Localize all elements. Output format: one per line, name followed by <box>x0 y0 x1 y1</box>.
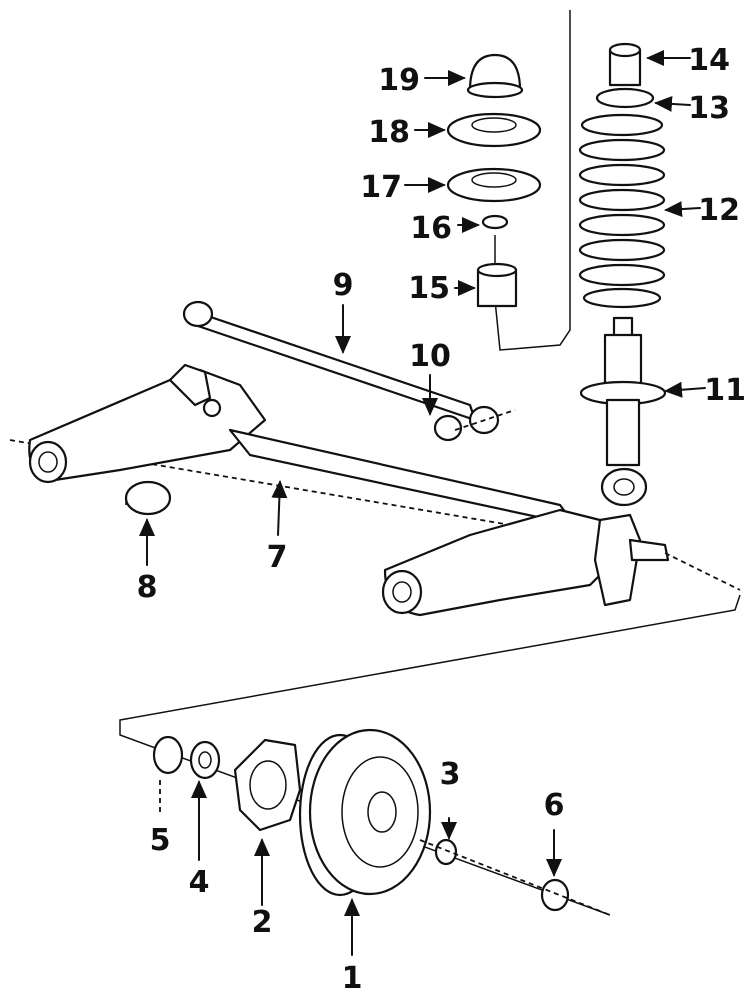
part-4-nut <box>189 740 221 780</box>
callout-17: 17 <box>360 170 402 205</box>
callout-4: 4 <box>189 865 210 900</box>
callout-7: 7 <box>267 540 288 575</box>
callout-labels: 1 2 3 4 5 6 7 8 9 10 11 12 13 14 15 16 1… <box>137 43 746 996</box>
callout-8: 8 <box>137 570 158 605</box>
callout-leaders <box>139 50 706 956</box>
strut-group-bracket <box>494 10 571 351</box>
left-arm-bushing-eye <box>28 440 68 484</box>
callout-10: 10 <box>409 339 451 374</box>
axle-beam <box>228 428 577 527</box>
part-3-lug-nut <box>434 838 458 866</box>
leader-13 <box>654 95 691 112</box>
lateral-rod-assembly <box>182 300 516 442</box>
spindle-knuckle <box>593 513 642 607</box>
part-16-washer <box>481 214 509 230</box>
callout-3: 3 <box>440 757 461 792</box>
callout-18: 18 <box>368 115 410 150</box>
callout-16: 16 <box>410 211 452 246</box>
part-2-backing-plate <box>233 738 302 832</box>
callout-6: 6 <box>544 788 565 823</box>
callout-14: 14 <box>688 43 730 78</box>
callout-5: 5 <box>150 823 171 858</box>
part-13-upper-seat <box>595 87 655 109</box>
part-19-cap <box>468 53 522 92</box>
part-6-plug <box>540 878 570 912</box>
callout-9: 9 <box>333 268 354 303</box>
callout-15: 15 <box>408 271 450 306</box>
callout-12: 12 <box>698 193 740 228</box>
callout-19: 19 <box>378 63 420 98</box>
callout-13: 13 <box>688 91 730 126</box>
part-5-grease-cap <box>152 735 184 775</box>
part-11-shock-absorber <box>579 316 667 507</box>
leader-12 <box>664 201 701 218</box>
upper-mount-parts <box>446 53 542 308</box>
leader-7 <box>271 480 288 536</box>
part-8-bushing <box>124 480 172 516</box>
right-arm-bushing-eye <box>381 569 423 615</box>
part-17-seat <box>446 167 542 203</box>
brake-drum-group <box>119 594 741 916</box>
part-12-coil-spring <box>578 113 666 309</box>
strut-assembly <box>494 10 667 507</box>
spindle-stub <box>628 538 670 562</box>
lateral-rod-left-eye <box>182 300 214 328</box>
leader-11 <box>664 381 706 398</box>
callout-2: 2 <box>252 905 273 940</box>
axle-beam-assembly <box>9 363 741 617</box>
callout-11: 11 <box>704 373 746 408</box>
left-arm-mount <box>168 363 212 407</box>
part-18-mount <box>446 112 542 148</box>
callout-1: 1 <box>342 961 363 996</box>
part-10-bushing <box>433 414 463 442</box>
